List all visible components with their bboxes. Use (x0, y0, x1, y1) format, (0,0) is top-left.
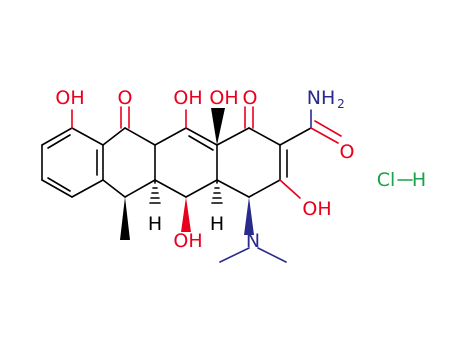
ring-b-bonds (102, 127, 156, 198)
bond (154, 127, 187, 146)
bond (71, 127, 104, 146)
label-oh-c5: OH (173, 230, 202, 252)
label-oh-c3: OH (302, 198, 331, 220)
label-o-c11: O (118, 87, 133, 109)
hashed-h-c4a (211, 179, 223, 204)
ketone-c11 (120, 106, 130, 129)
bond (102, 179, 126, 198)
amide-group (279, 109, 342, 146)
bond (248, 127, 281, 146)
bond (41, 127, 73, 146)
bond (248, 179, 281, 198)
bond (310, 127, 339, 144)
bond (279, 179, 301, 199)
label-cl: Cl (377, 169, 396, 191)
bond (124, 127, 156, 146)
bond (279, 127, 312, 146)
label-nh2-subscript: 2 (337, 97, 345, 111)
label-h-c4a: H (210, 213, 224, 235)
label-nh: NH (307, 87, 336, 109)
bond (154, 179, 187, 198)
bond (185, 127, 218, 146)
bond (71, 179, 104, 198)
bond (188, 135, 214, 151)
bond (47, 177, 71, 192)
ring-a-bonds (41, 127, 104, 198)
label-oh-c10: OH (55, 87, 84, 109)
wedge-bond-n (244, 197, 254, 235)
wedge-bond-methyl (120, 197, 130, 240)
label-oh-c12: OH (173, 87, 202, 109)
ring-c-bonds (154, 127, 218, 198)
bond (102, 127, 126, 146)
label-h-c5a: H (148, 213, 162, 235)
label-o-c1: O (243, 87, 258, 109)
ketone-c1 (244, 106, 254, 129)
bond (314, 120, 342, 137)
bond (185, 179, 218, 198)
label-n-dimethyl: N (246, 230, 260, 252)
wedge-bond (211, 108, 225, 145)
bond (47, 134, 71, 149)
bond (41, 179, 73, 198)
bond (216, 179, 250, 198)
wedge-bond-o (181, 197, 191, 232)
label-oh-c12a: OH (209, 87, 238, 109)
bond (216, 127, 250, 146)
bond (124, 179, 156, 198)
bond (219, 247, 250, 263)
label-o-amide: O (340, 141, 355, 163)
label-h-hcl: H (412, 169, 426, 191)
ring-d-bonds (216, 127, 288, 198)
hashed-h-c5a (149, 179, 161, 204)
bond (257, 247, 287, 263)
